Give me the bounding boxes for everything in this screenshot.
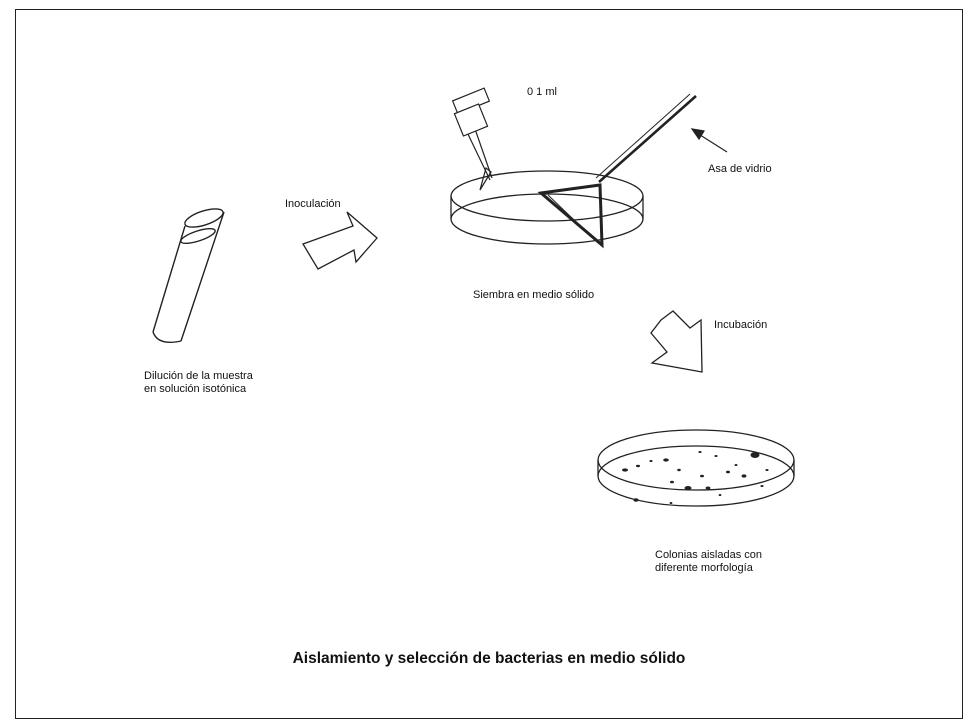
colonies-label-line1: Colonias aisladas con [655, 549, 763, 561]
incubation-label: Incubación [714, 319, 768, 331]
diagram-caption: Aislamiento y selección de bacterias en … [292, 650, 686, 667]
spreader-pointer-arrow-icon [690, 128, 728, 153]
diagram-frame [15, 9, 963, 719]
colony-plate-icon [597, 429, 795, 507]
incubation-arrow-icon [650, 310, 703, 373]
colonies-label-line2: diferente morfología [655, 562, 753, 574]
volume-label: 0 1 ml [527, 86, 557, 98]
glass-spreader-icon [537, 93, 697, 249]
test-tube-icon [152, 208, 225, 344]
inoculation-arrow-icon [302, 211, 378, 270]
dilution-label-line1: Dilución de la muestra [144, 370, 253, 382]
plating-label: Siembra en medio sólido [473, 289, 595, 301]
dilution-label-line2: en solución isotónica [144, 383, 247, 395]
pipette-icon [451, 87, 493, 191]
petri-dish-icon [450, 170, 644, 245]
spreader-label: Asa de vidrio [708, 163, 772, 175]
inoculation-label: Inoculación [285, 198, 341, 210]
